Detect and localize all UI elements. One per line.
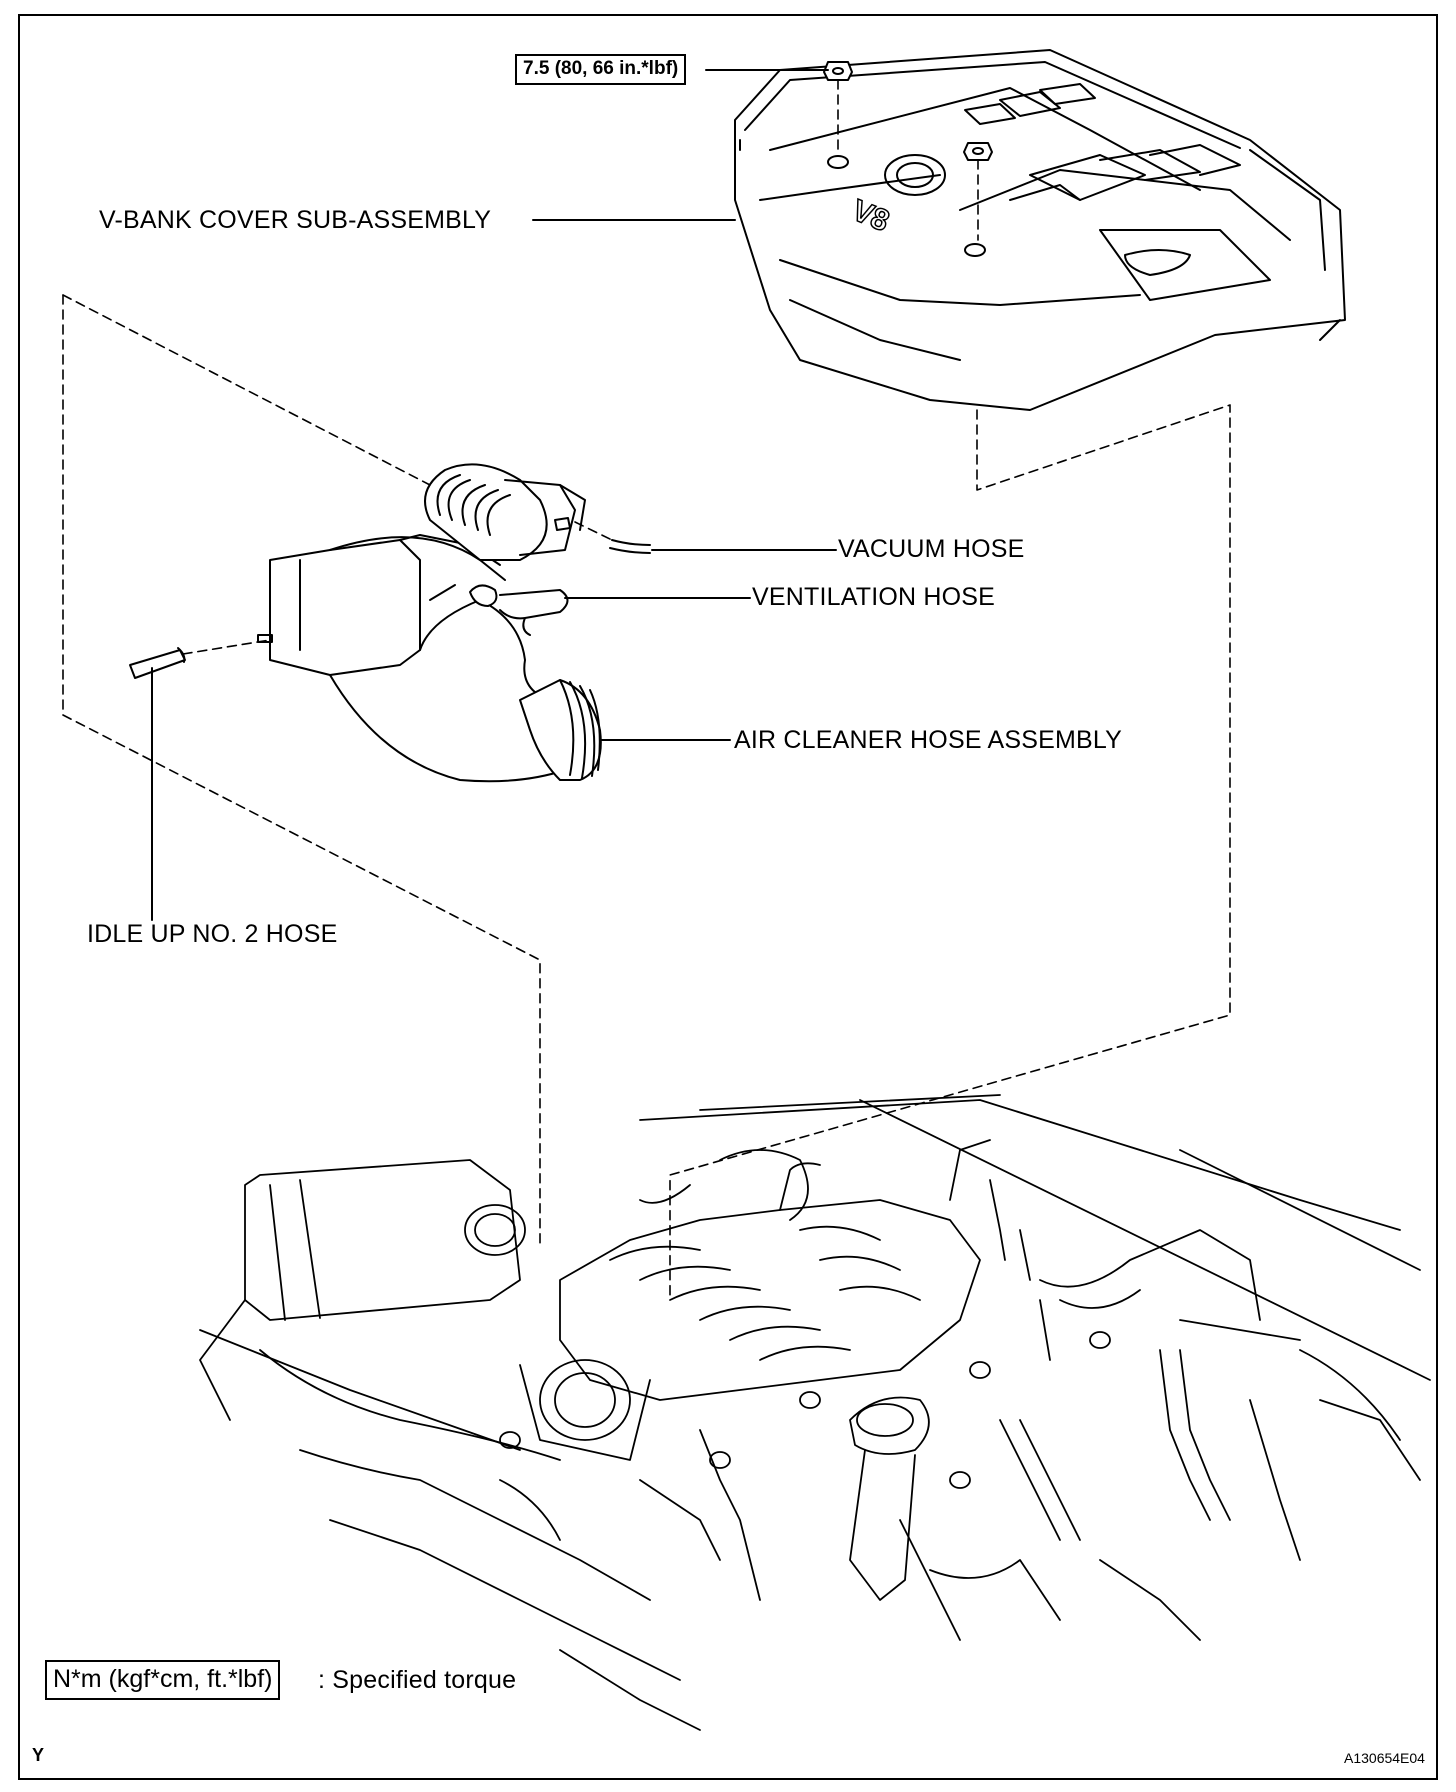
torque-spec-label: 7.5 (80, 66 in.*lbf) xyxy=(515,54,687,85)
leader-lines xyxy=(151,69,837,921)
torque-unit-legend-box: N*m (kgf*cm, ft.*lbf) xyxy=(45,1660,281,1700)
air-cleaner-hose-label: AIR CLEANER HOSE ASSEMBLY xyxy=(734,726,1122,754)
engine-drawing xyxy=(199,1094,1431,1731)
torque-legend-description: : Specified torque xyxy=(318,1666,517,1694)
ventilation-hose-label: VENTILATION HOSE xyxy=(752,583,996,611)
air-cleaner-hose-drawing xyxy=(257,463,602,783)
view-code-label: Y xyxy=(32,1745,45,1765)
figure-id-label: A130654E04 xyxy=(1344,1750,1425,1766)
nuts-drawing xyxy=(823,61,993,161)
alignment-lines xyxy=(62,79,1231,1301)
diagram-frame xyxy=(18,14,1438,1780)
v-bank-cover-label: V-BANK COVER SUB-ASSEMBLY xyxy=(99,206,492,234)
idle-up-hose-label: IDLE UP NO. 2 HOSE xyxy=(87,920,338,948)
vacuum-hose-label: VACUUM HOSE xyxy=(838,535,1025,563)
small-hoses-drawing xyxy=(129,539,651,679)
v-bank-cover-drawing xyxy=(734,49,1346,411)
